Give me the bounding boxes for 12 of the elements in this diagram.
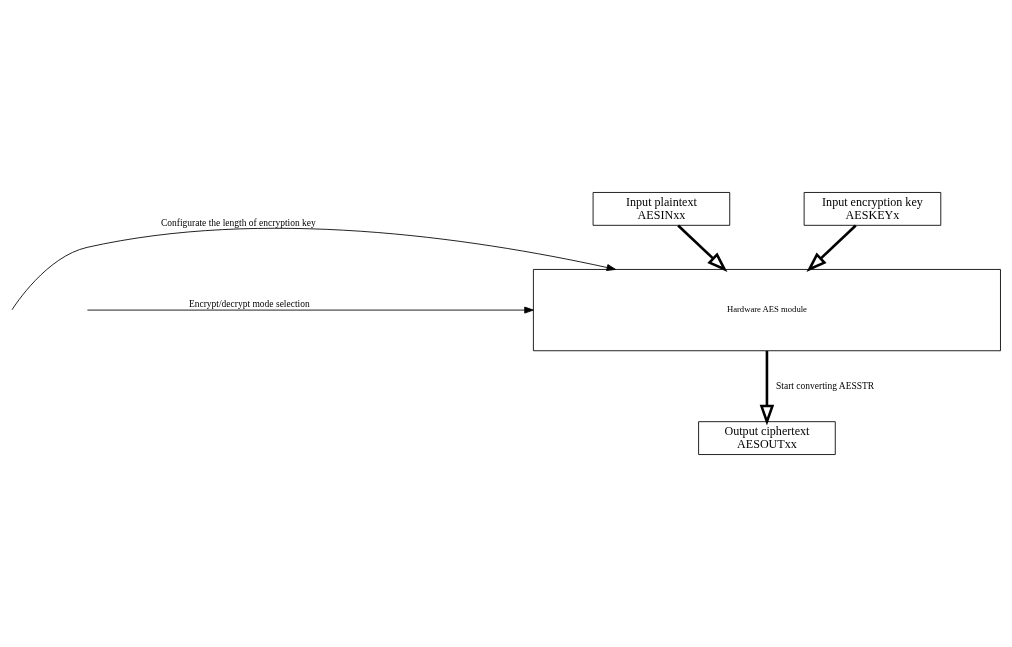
arrow	[11, 227, 617, 311]
edge-label: Start converting AESSTR	[776, 380, 875, 391]
edge-label: Configurate the length of encryption key	[160, 218, 316, 229]
node-box: Input plaintext AESINxx	[592, 192, 731, 226]
arrow	[677, 224, 728, 272]
arrow	[759, 350, 775, 426]
node-box: Output ciphertext AESOUTxx	[698, 421, 836, 455]
arrow	[87, 306, 534, 314]
arrow	[806, 224, 857, 272]
edge-label: Encrypt/decrypt mode selection	[188, 299, 310, 310]
node-box: Input encryption key AESKEYx	[803, 192, 942, 226]
node-box: Hardware AES module	[532, 269, 1001, 352]
